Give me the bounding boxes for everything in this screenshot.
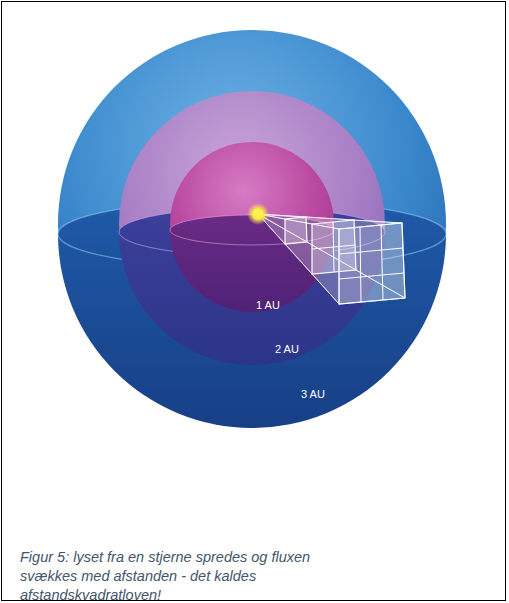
grid-line <box>360 227 361 302</box>
grid-line <box>339 248 403 254</box>
distance-label: 1 AU <box>256 299 280 312</box>
flux-grid <box>285 217 307 244</box>
distance-label: 3 AU <box>301 388 325 401</box>
grid-outline <box>339 223 405 304</box>
distance-label: 2 AU <box>275 343 299 356</box>
outer-lower-half <box>58 200 446 428</box>
star-glow <box>247 203 269 225</box>
figure-caption: Figur 5: lyset fra en stjerne spredes og… <box>20 548 365 603</box>
grid-line <box>381 225 383 300</box>
light-cone <box>258 214 405 304</box>
grid-line <box>339 273 404 279</box>
grid-outline <box>285 217 307 244</box>
star <box>253 209 263 219</box>
flux-grid <box>339 223 405 304</box>
cone-face <box>258 214 405 304</box>
